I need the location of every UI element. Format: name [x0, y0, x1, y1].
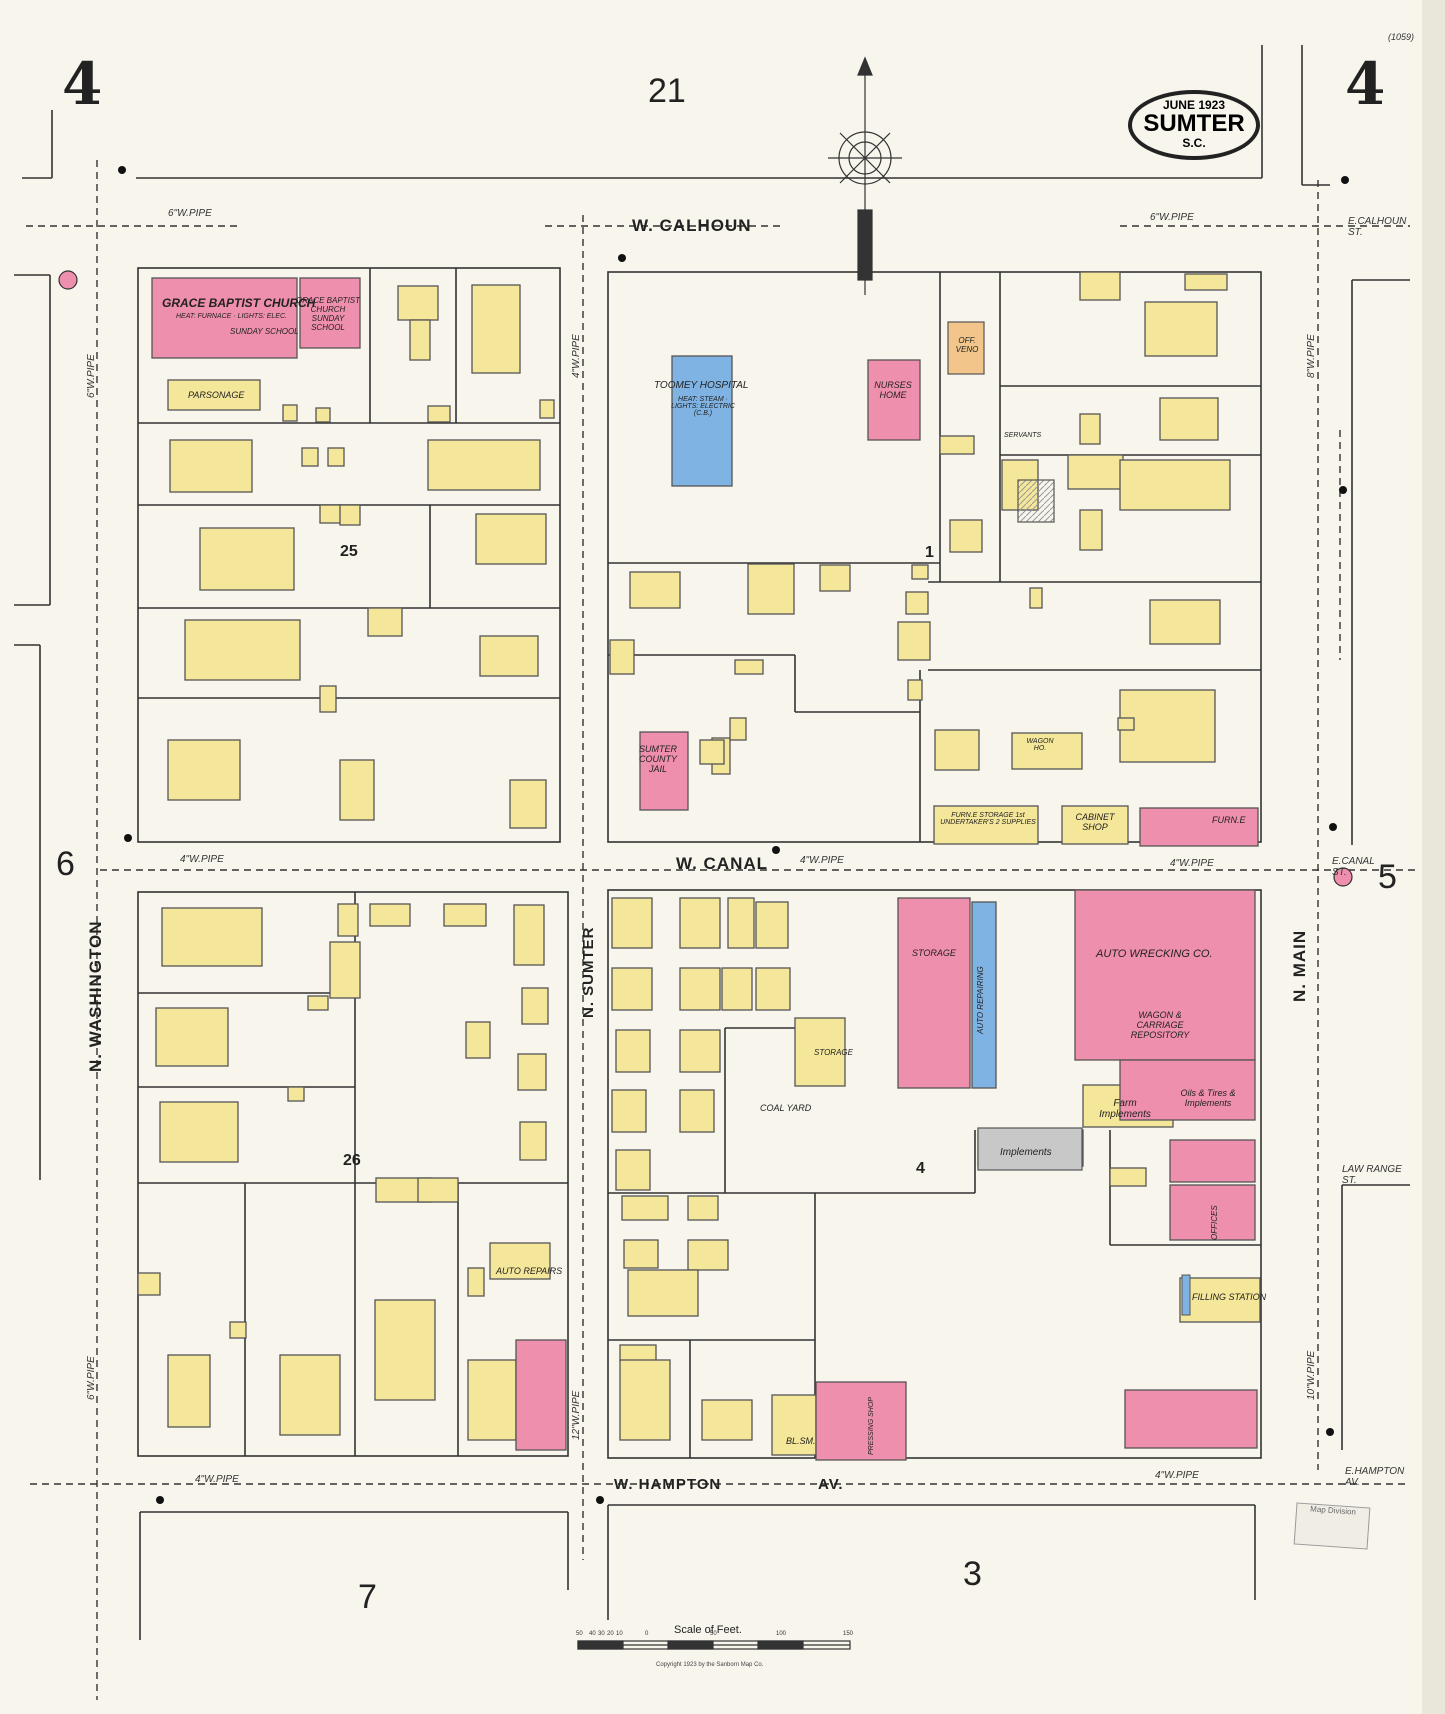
block-number-1: 1	[925, 544, 934, 561]
scale-title: Scale of Feet.	[674, 1624, 742, 1636]
pipe-main-south: 10"W.PIPE	[1306, 1350, 1317, 1400]
label-implements: Implements	[1000, 1147, 1052, 1158]
pipe-canal-east: 4"W.PIPE	[1170, 858, 1214, 869]
label-furniture: FURN.E	[1212, 815, 1246, 825]
street-hampton-av: AV.	[818, 1476, 844, 1493]
scale-tick-40: 40	[589, 1631, 596, 1637]
label-parsonage: PARSONAGE	[188, 390, 245, 400]
street-n-main: N. MAIN	[1290, 929, 1309, 1002]
sheet-number-left: 4	[62, 50, 103, 118]
label-auto-repairs: AUTO REPAIRS	[496, 1266, 563, 1276]
pipe-hampton-west: 4"W.PIPE	[195, 1474, 239, 1485]
sheet-number-right: 4	[1345, 50, 1386, 118]
adjacent-sheet-top: 21	[648, 72, 686, 110]
street-e-hampton: E.HAMPTON AV.	[1345, 1466, 1405, 1488]
label-pressing-shop: PRESSING SHOP	[868, 1397, 875, 1455]
scale-tick-30: 30	[598, 1631, 605, 1637]
label-church: GRACE BAPTIST CHURCH	[162, 296, 316, 310]
scale-tick-50: 50	[710, 1631, 717, 1637]
map-division-stamp: Map Division	[1293, 1502, 1371, 1550]
street-e-calhoun: E.CALHOUN ST.	[1348, 216, 1407, 238]
scale-tick-10: 10	[616, 1631, 623, 1637]
scale-tick-150: 150	[843, 1631, 854, 1637]
street-n-washington: N. WASHINGTON	[86, 920, 105, 1072]
adjacent-sheet-bottom-right: 3	[963, 1555, 982, 1593]
label-storage-2: STORAGE	[814, 1048, 853, 1057]
street-w-hampton: W. HAMPTON	[614, 1476, 722, 1493]
pipe-hampton-east: 4"W.PIPE	[1155, 1470, 1199, 1481]
adjacent-sheet-left: 6	[56, 845, 75, 883]
pipe-washington-north: 6"W.PIPE	[86, 354, 97, 398]
pipe-calhoun-east: 6"W.PIPE	[1150, 212, 1194, 223]
label-sunday-school: SUNDAY SCHOOL	[230, 327, 299, 336]
copyright: Copyright 1923 by the Sanborn Map Co.	[656, 1662, 764, 1668]
street-w-calhoun: W. CALHOUN	[632, 216, 752, 235]
pipe-sumter-north: 4"W.PIPE	[571, 334, 582, 378]
label-hospital: TOOMEY HOSPITAL	[654, 380, 749, 391]
street-n-sumter: N. SUMTER	[580, 926, 597, 1019]
pipe-canal-mid: 4"W.PIPE	[800, 855, 844, 866]
scale-tick-20: 20	[607, 1631, 614, 1637]
pipe-sumter-south: 12"W.PIPE	[571, 1390, 582, 1440]
label-filling-station: FILLING STATION	[1192, 1292, 1267, 1302]
label-jail: SUMTER COUNTY JAIL	[639, 744, 677, 774]
label-nurses-home: NURSES HOME	[874, 380, 912, 400]
adjacent-sheet-right: 5	[1378, 858, 1397, 896]
label-church-sunday: GRACE BAPTIST CHURCH SUNDAY SCHOOL	[296, 296, 361, 332]
label-auto-repairing: AUTO REPAIRING	[976, 966, 985, 1034]
street-w-canal: W. CANAL	[676, 854, 769, 873]
street-e-canal: E.CANAL ST.	[1332, 856, 1375, 878]
label-auto-wrecking: AUTO WRECKING CO.	[1096, 948, 1213, 960]
label-storage: STORAGE	[912, 948, 956, 958]
pipe-canal-west: 4"W.PIPE	[180, 854, 224, 865]
title-cartouche: JUNE 1923 SUMTER S.C.	[1128, 90, 1260, 160]
title-date: JUNE 1923	[1162, 98, 1226, 112]
label-farm-implements: Farm Implements	[1099, 1098, 1151, 1120]
label-offices: OFFICES	[1210, 1205, 1219, 1240]
label-wagon-carriage: WAGON & CARRIAGE REPOSITORY	[1130, 1010, 1190, 1040]
label-wagon-house: WAGON HO.	[1026, 738, 1054, 752]
pipe-main-north: 8"W.PIPE	[1306, 334, 1317, 378]
block-number-4: 4	[916, 1160, 925, 1177]
adjacent-sheet-bottom-left: 7	[358, 1578, 377, 1616]
catalog-note: (1059)	[1388, 32, 1415, 42]
title-city: SUMTER	[1143, 110, 1245, 137]
label-church-note: HEAT: FURNACE · LIGHTS: ELEC.	[176, 313, 287, 320]
scale-tick-100: 100	[776, 1631, 787, 1637]
label-bl-sm: BL.SM.	[786, 1436, 816, 1446]
scale-tick-0: 0	[645, 1631, 649, 1637]
scale-tick-50-left: 50	[576, 1631, 583, 1637]
title-state: S.C.	[1182, 136, 1206, 150]
pipe-washington-south: 6"W.PIPE	[86, 1356, 97, 1400]
label-oils-tires: Oils & Tires & Implements	[1180, 1088, 1236, 1108]
street-law-range: LAW RANGE ST.	[1342, 1164, 1402, 1186]
sheet-edge	[1422, 0, 1445, 1714]
label-coal-yard: COAL YARD	[760, 1103, 812, 1113]
label-cabinet-shop: CABINET SHOP	[1075, 812, 1115, 832]
label-office: OFF. VENO	[955, 336, 979, 354]
label-hospital-note: HEAT: STEAM · LIGHTS: ELECTRIC (C.B.)	[671, 396, 735, 417]
block-number-26: 26	[343, 1152, 361, 1169]
block-number-25: 25	[340, 543, 358, 560]
pipe-calhoun-west: 6"W.PIPE	[168, 208, 212, 219]
label-furniture-storage: FURN.E STORAGE 1st UNDERTAKER'S 2 SUPPLI…	[940, 812, 1036, 826]
label-servants: SERVANTS	[1004, 432, 1042, 439]
